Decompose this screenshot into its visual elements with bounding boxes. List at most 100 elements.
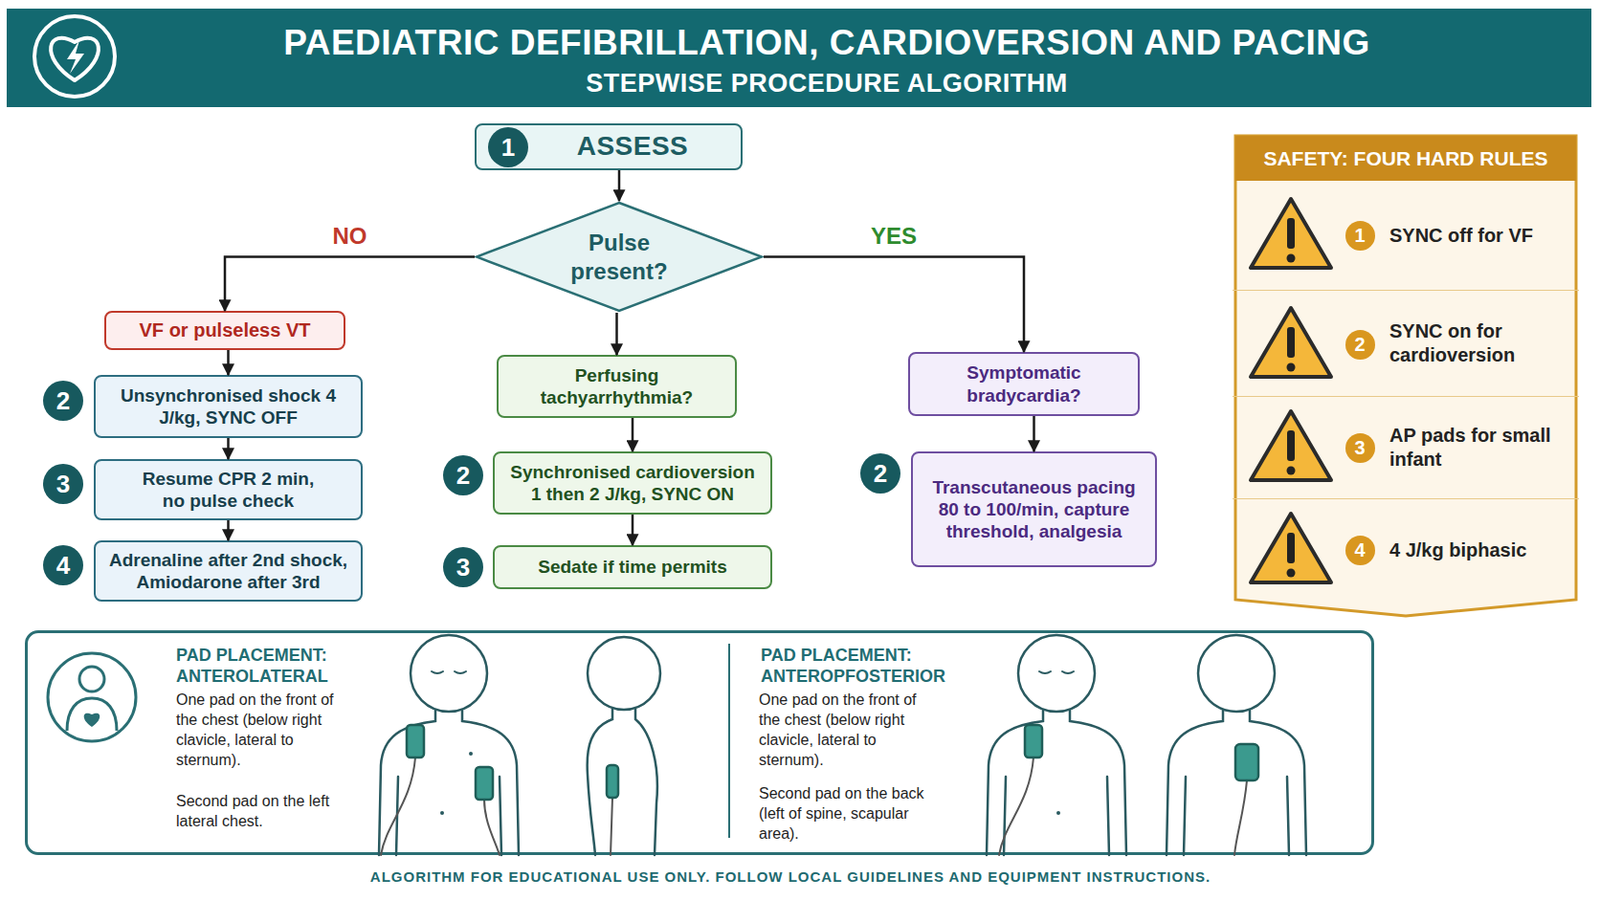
panel-body-text: One pad on the front of the chest (below…	[758, 689, 927, 771]
diamond-shape	[476, 202, 762, 312]
header-icon	[34, 16, 115, 97]
pad-wire	[610, 798, 613, 856]
panel-body-text: One pad on the front of the chest (below…	[176, 689, 344, 771]
rule-text: SYNC off for VF	[1389, 223, 1555, 248]
node-text: Synchronised cardioversion 1 then 2 J/kg…	[503, 461, 762, 506]
node-text: ASSESS	[577, 130, 689, 163]
figure-body	[378, 711, 519, 856]
connector	[224, 257, 475, 312]
connector	[615, 312, 619, 356]
pad-wire	[380, 757, 416, 856]
callout-number: 2	[860, 453, 901, 494]
node-text: Adrenaline after 2nd shock, Amiodarone a…	[96, 549, 360, 594]
process-box: Perfusing tachyarrhythmia?	[496, 355, 737, 419]
rule-text: 4 J/kg biphasic	[1389, 538, 1555, 563]
node-text: Perfusing tachyarrhythmia?	[521, 364, 713, 409]
callout-number: 2	[43, 380, 84, 422]
exclamation	[1287, 466, 1296, 476]
warning-triangle	[1250, 513, 1332, 583]
defib-pad	[475, 767, 493, 800]
figure-head	[1198, 635, 1275, 712]
callout-number: 3	[43, 464, 84, 505]
figure-dot	[1056, 811, 1061, 816]
pad-wire	[484, 800, 500, 856]
panel-heading: PAD PLACEMENT: ANTEROLATERAL	[176, 644, 368, 688]
connector	[631, 418, 635, 452]
process-box: Resume CPR 2 min, no pulse check	[93, 459, 363, 521]
process-box: Sedate if time permits	[492, 545, 773, 590]
connector	[226, 350, 230, 376]
connector	[226, 438, 230, 460]
figure-head	[410, 635, 488, 712]
lightning-bolt	[66, 40, 85, 74]
callout-number: 4	[43, 545, 84, 586]
connector	[763, 257, 1024, 354]
pad-wire	[1234, 780, 1247, 856]
child-icon	[47, 653, 136, 742]
icon-head	[79, 666, 105, 692]
node-text: Unsynchronised shock 4 J/kg, SYNC OFF	[120, 384, 336, 429]
connector	[631, 514, 635, 546]
rhythm-box: VF or pulseless VT	[104, 311, 346, 351]
warning-triangles	[1250, 199, 1332, 583]
warning-triangle	[1250, 411, 1332, 481]
callout-number: 1	[1345, 221, 1376, 251]
process-box: Unsynchronised shock 4 J/kg, SYNC OFF	[93, 375, 363, 439]
defib-pad	[1024, 725, 1043, 758]
figure-eyes	[431, 671, 467, 674]
panel-divider	[728, 644, 731, 839]
exclamation	[1287, 533, 1295, 564]
defib-pad	[406, 725, 424, 758]
defib-pad	[606, 765, 619, 799]
panel-heading: PAD PLACEMENT: ANTEROPFOSTERIOR	[760, 644, 972, 688]
diamond-outline	[474, 200, 764, 313]
exclamation	[1287, 327, 1295, 358]
warning-triangle	[1250, 308, 1332, 378]
callout-number: 2	[1345, 330, 1376, 360]
exclamation	[1287, 430, 1295, 462]
header-band	[6, 8, 1592, 108]
node-text: Sedate if time permits	[537, 555, 727, 578]
icon-ring	[34, 16, 115, 97]
warning-triangle	[1250, 199, 1332, 268]
heart-outline	[50, 38, 99, 81]
node-text: Resume CPR 2 min, no pulse check	[134, 467, 322, 512]
callout-number: 3	[443, 547, 484, 588]
process-box: Transcutaneous pacing 80 to 100/min, cap…	[911, 451, 1157, 568]
icon-ring	[47, 653, 136, 742]
child-figures	[378, 635, 1307, 856]
connector	[1032, 416, 1036, 452]
panel-shape	[1235, 135, 1577, 617]
panel-body-text: Second pad on the left lateral chest.	[176, 791, 344, 832]
figure-body	[1166, 711, 1307, 856]
panel-heading: SAFETY: FOUR HARD RULES	[1232, 135, 1579, 181]
subtitle: STEPWISE PROCEDURE ALGORITHM	[252, 67, 1401, 99]
exclamation	[1287, 254, 1296, 264]
callout-number: 3	[1345, 433, 1376, 464]
connector	[618, 170, 622, 201]
figure-head	[587, 637, 661, 711]
figure-body	[587, 709, 658, 856]
caption: ALGORITHM FOR EDUCATIONAL USE ONLY. FOLL…	[0, 868, 1581, 886]
figure-dot	[468, 752, 473, 756]
connector	[226, 520, 230, 541]
rule-text: AP pads for small infant	[1389, 423, 1555, 472]
figure-body	[986, 711, 1127, 856]
exclamation	[1287, 218, 1295, 249]
exclamation	[1287, 569, 1296, 578]
edge-label: NO	[333, 222, 368, 250]
decision-diamond: Pulse present?	[474, 200, 764, 313]
callout-number: 4	[1345, 535, 1376, 566]
callout-number: 2	[443, 455, 484, 496]
process-box: Adrenaline after 2nd shock, Amiodarone a…	[93, 540, 363, 602]
panel-body-text: Second pad on the back (left of spine, s…	[758, 783, 927, 845]
rule-text: SYNC on for cardioversion	[1389, 319, 1555, 368]
icon-heart	[84, 713, 101, 728]
title: PAEDIATRIC DEFIBRILLATION, CARDIOVERSION…	[143, 21, 1511, 66]
process-box: Symptomatic bradycardia?	[908, 352, 1140, 417]
node-text: Pulse present?	[556, 228, 682, 286]
exclamation	[1287, 363, 1296, 373]
process-box: Synchronised cardioversion 1 then 2 J/kg…	[492, 451, 773, 515]
figure-eyes	[1039, 671, 1074, 674]
